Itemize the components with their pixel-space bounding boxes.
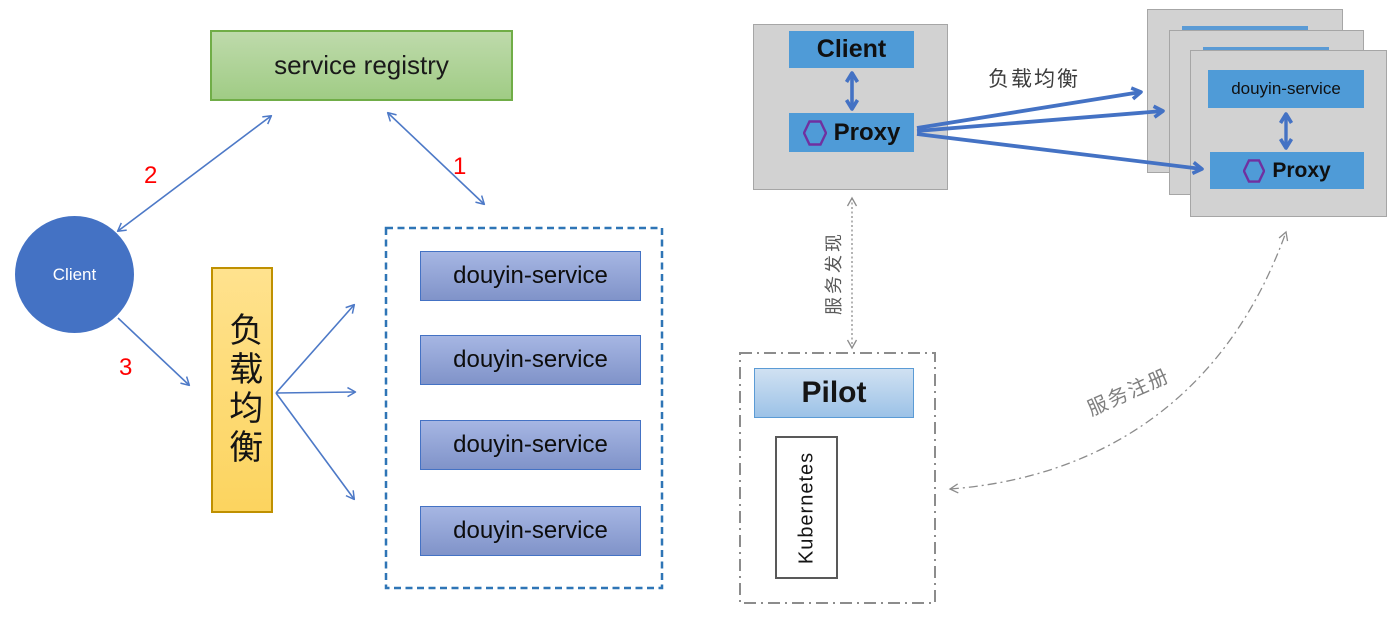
hexagon-icon: [802, 119, 827, 146]
douyin-service-box-4: douyin-service: [420, 506, 641, 556]
step-1-label: 1: [453, 153, 467, 180]
loadbalancer-fan-arrow-1: [275, 303, 356, 394]
right-client-label: Client: [816, 35, 887, 63]
step-3-label: 3: [119, 354, 133, 381]
proxy-pod-arrow-1: [916, 86, 1143, 130]
client-circle: Client: [15, 216, 134, 333]
kubernetes-box: Kubernetes: [775, 436, 838, 579]
pod-proxy-box: Proxy: [1210, 152, 1364, 189]
douyin-service-box-1: douyin-service: [420, 251, 641, 301]
step-2-label: 2: [144, 162, 158, 189]
load-balance-annotation: 负载均衡: [988, 68, 1080, 91]
client-label: Client: [52, 264, 97, 284]
loadbalancer-fan-arrow-3: [275, 392, 356, 501]
douyin-service-label: douyin-service: [453, 346, 608, 373]
client-registry-arrow: [116, 114, 273, 233]
pod-douyin-service-box: douyin-service: [1208, 70, 1364, 108]
load-balancer-box: 负载均衡: [211, 267, 273, 513]
proxy-pod-arrow-2: [916, 104, 1165, 133]
douyin-service-label: douyin-service: [453, 517, 608, 544]
service-registration-annotation: 服务注册: [1084, 364, 1174, 421]
pilot-label: Pilot: [801, 376, 867, 409]
service-registration-arrow: [948, 230, 1289, 494]
service-discovery-annotation: 服务发现: [824, 231, 844, 315]
pilot-box: Pilot: [754, 368, 914, 418]
right-client-box: Client: [789, 31, 914, 68]
right-proxy-label: Proxy: [833, 118, 901, 146]
douyin-service-box-3: douyin-service: [420, 420, 641, 470]
service-registry-box: service registry: [210, 30, 513, 101]
loadbalancer-fan-arrow-2: [275, 386, 357, 398]
load-balancer-label: 负载均衡: [223, 312, 262, 468]
douyin-service-label: douyin-service: [453, 262, 608, 289]
douyin-service-box-2: douyin-service: [420, 335, 641, 385]
kubernetes-label: Kubernetes: [795, 451, 817, 564]
service-registry-label: service registry: [274, 50, 449, 80]
registry-services-arrow: [386, 111, 486, 206]
pod-proxy-label: Proxy: [1272, 158, 1331, 182]
douyin-service-label: douyin-service: [453, 431, 608, 458]
hexagon-icon: [1243, 158, 1266, 183]
pod-douyin-service-label: douyin-service: [1231, 79, 1341, 98]
right-proxy-box: Proxy: [789, 113, 914, 152]
service-pod-back-strip: [1182, 26, 1308, 32]
